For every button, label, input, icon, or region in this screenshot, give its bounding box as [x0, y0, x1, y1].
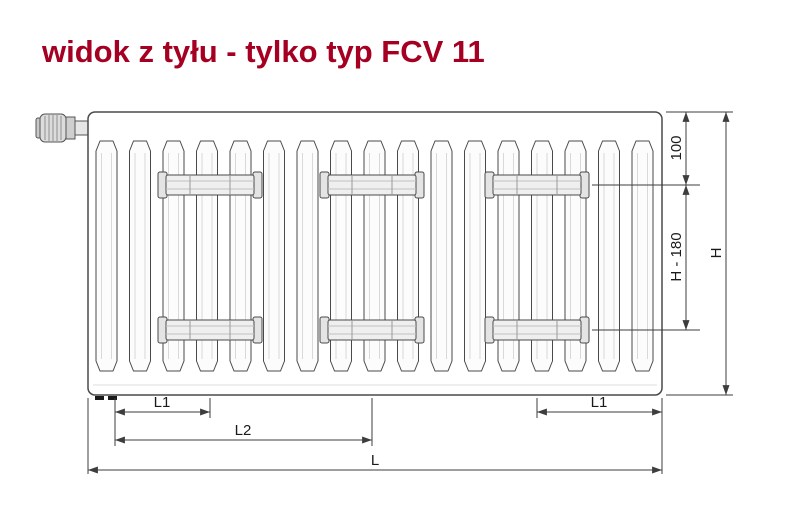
bottom-foot-mark — [108, 396, 117, 400]
radiator-fin — [95, 140, 118, 372]
radiator-body — [87, 111, 663, 400]
dimension-label: H - 180 — [668, 232, 685, 281]
dimension-label: H — [708, 248, 725, 259]
radiator-fin — [263, 140, 285, 372]
mounting-bracket-top-right — [484, 171, 590, 199]
bottom-foot-mark — [95, 396, 104, 400]
radiator-fin — [129, 140, 151, 372]
radiator-fin — [296, 140, 319, 372]
mounting-bracket-top-left — [157, 171, 263, 199]
dim-bracket-to-bracket: H - 180 — [668, 185, 690, 330]
mounting-bracket-bottom-middle — [319, 316, 425, 344]
radiator-fin — [598, 140, 620, 372]
dimension-label: L1 — [154, 394, 171, 411]
mounting-bracket-bottom-left — [157, 316, 263, 344]
dim-l1-right: L1 — [537, 394, 662, 416]
bottom-foot-marks — [95, 396, 117, 400]
dim-l2: L2 — [115, 422, 372, 444]
bottom-dimensions: L1 L1 L2 L — [87, 394, 663, 474]
dim-total-height: H — [708, 112, 730, 395]
valve-knurl-lines — [44, 115, 62, 141]
dimension-label: 100 — [668, 135, 685, 160]
dim-l1-left: L1 — [115, 394, 210, 416]
air-vent-valve — [35, 113, 91, 143]
dim-top-to-bracket: 100 — [668, 112, 690, 185]
radiator-fin — [430, 140, 453, 372]
diagram-title: widok z tyłu - tylko typ FCV 11 — [41, 34, 485, 69]
mounting-bracket-top-middle — [319, 171, 425, 199]
radiator-fin — [464, 140, 486, 372]
right-dimensions: 100 H - 180 H — [592, 111, 733, 396]
dimension-label: L — [371, 452, 379, 469]
mounting-bracket-bottom-right — [484, 316, 590, 344]
dim-total-length: L — [88, 452, 662, 474]
radiator-fin — [631, 140, 654, 372]
dimension-label: L1 — [591, 394, 608, 411]
valve-collar — [65, 116, 76, 140]
dimension-label: L2 — [235, 422, 252, 439]
